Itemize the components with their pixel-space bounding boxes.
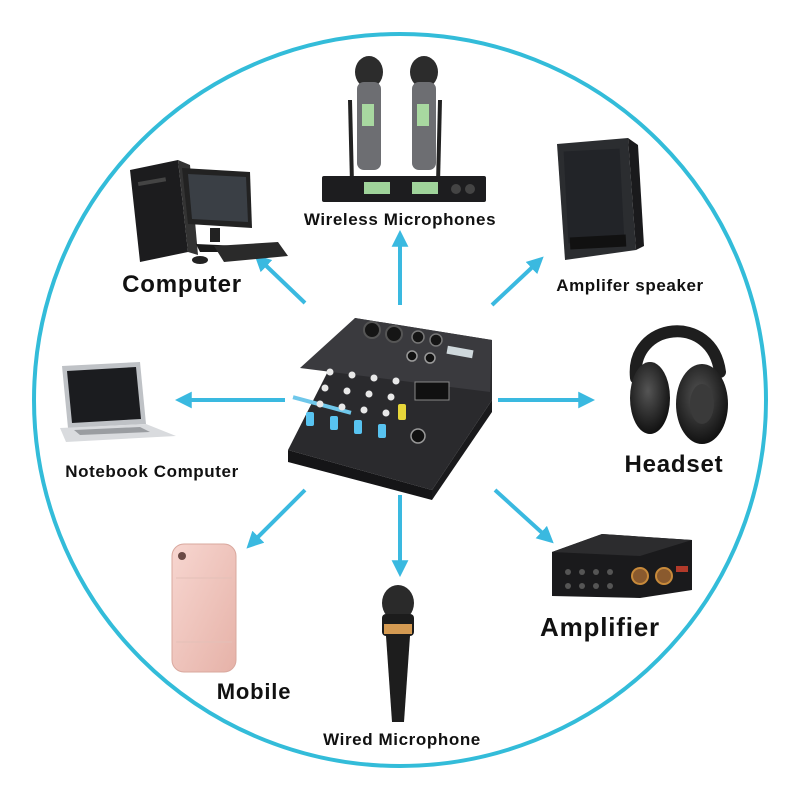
label-headset: Headset bbox=[625, 451, 724, 478]
connection-arrows bbox=[174, 229, 596, 578]
wired-microphone-icon bbox=[382, 585, 414, 722]
laptop-icon bbox=[60, 362, 176, 442]
arrow-to-mobile bbox=[246, 488, 307, 549]
arrow-to-amplifier-speaker bbox=[490, 256, 544, 307]
label-notebook-computer: Notebook Computer bbox=[65, 462, 239, 481]
arrow-to-amplifier bbox=[493, 488, 554, 544]
label-computer: Computer bbox=[122, 271, 242, 298]
label-wireless-microphones: Wireless Microphones bbox=[304, 210, 496, 229]
outer-ring bbox=[32, 32, 768, 768]
smartphone-icon bbox=[171, 543, 237, 673]
headphones-icon bbox=[629, 325, 728, 444]
label-mobile: Mobile bbox=[217, 679, 291, 704]
audio-mixer-icon bbox=[288, 318, 492, 500]
amplifier-icon bbox=[552, 534, 692, 598]
speaker-icon bbox=[557, 138, 644, 260]
label-amplifier-speaker: Amplifer speaker bbox=[556, 276, 704, 295]
label-amplifier: Amplifier bbox=[540, 612, 660, 642]
wireless-microphone-receiver-icon bbox=[322, 56, 486, 202]
arrow-to-computer bbox=[254, 254, 307, 305]
desktop-computer-icon bbox=[130, 160, 288, 264]
label-wired-microphone: Wired Microphone bbox=[323, 730, 481, 749]
